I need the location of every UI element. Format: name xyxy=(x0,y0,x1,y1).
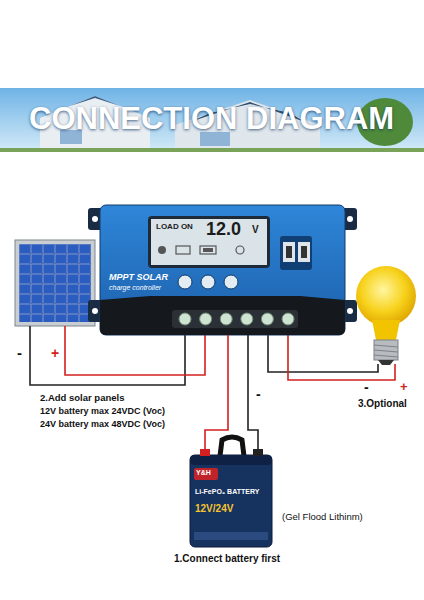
display-value: 12.0 xyxy=(206,219,241,240)
product-subtitle: charge controller xyxy=(109,284,161,292)
solar-panel xyxy=(15,240,95,326)
voltage-note: 24V battery max 48VDC (Voc) xyxy=(40,419,165,429)
battery-negative-sign: - xyxy=(256,386,261,402)
load-status: LOAD ON xyxy=(156,222,193,231)
panel-positive-sign: + xyxy=(51,345,59,361)
load-negative-sign: - xyxy=(364,379,369,395)
terminal-screw xyxy=(179,313,191,325)
terminal-screws xyxy=(179,313,294,325)
battery-box: Y&H Li-FePO₄ BATTERY 12V/24V xyxy=(190,455,272,547)
terminal-screw xyxy=(200,313,212,325)
product-name: MPPT SOLAR xyxy=(109,272,168,282)
panel-negative-sign: - xyxy=(17,344,22,361)
step-note: 3.Optional xyxy=(358,398,407,410)
display-unit: V xyxy=(252,224,259,236)
diagram-title: CONNECTION DIAGRAM xyxy=(29,101,394,137)
banner xyxy=(0,88,424,152)
load-negative-wire xyxy=(268,330,378,372)
terminal-screw xyxy=(241,313,253,325)
battery-brand: Y&H xyxy=(196,469,211,477)
battery-note: (Gel Flood Lithinm) xyxy=(282,512,363,523)
terminal-screw xyxy=(261,313,273,325)
battery-positive-wire xyxy=(205,335,228,449)
terminal-screw xyxy=(220,313,232,325)
step-note: 2.Add solar panels xyxy=(40,393,124,404)
load-positive-sign: + xyxy=(400,380,408,395)
light-bulb xyxy=(356,266,416,365)
terminal-screw xyxy=(282,313,294,325)
battery xyxy=(190,437,272,547)
charge-controller xyxy=(88,205,357,335)
battery-voltage: 12V/24V xyxy=(195,503,233,515)
battery-type: Li-FePO₄ BATTERY xyxy=(195,488,259,496)
charge-controller: LOAD ON 12.0 V MPPT SOLAR charge controller xyxy=(100,205,345,335)
step-note: 1.Connect battery first xyxy=(174,553,280,565)
voltage-note: 12V battery max 24VDC (Voc) xyxy=(40,406,165,416)
